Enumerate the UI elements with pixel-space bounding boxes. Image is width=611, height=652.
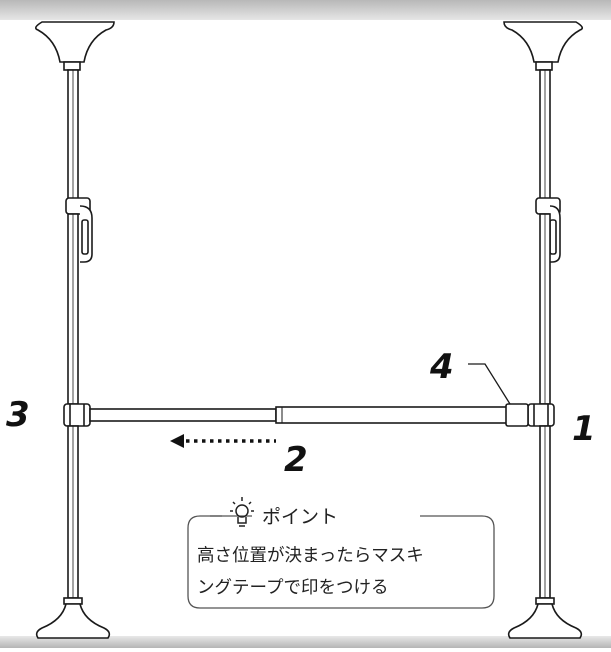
tip-box: ポイント 高さ位置が決まったらマスキ ングテープで印をつける xyxy=(187,497,495,609)
tip-line-2: ングテープで印をつける xyxy=(197,578,388,598)
lightbulb-icon xyxy=(230,497,254,527)
horizontal-bar xyxy=(89,403,529,427)
ceiling-band xyxy=(0,0,611,20)
right-pole xyxy=(503,21,584,639)
step-number-2: 2 xyxy=(284,440,308,480)
step-number-4: 4 xyxy=(429,347,454,387)
tip-line-1: 高さ位置が決まったらマスキ xyxy=(197,546,424,566)
left-pole xyxy=(34,21,115,639)
tip-title: ポイント xyxy=(262,506,338,528)
step-number-1: 1 xyxy=(572,409,596,449)
leader-line-4 xyxy=(468,363,511,405)
slide-arrow xyxy=(170,434,276,448)
step-number-3: 3 xyxy=(6,395,30,435)
floor-band xyxy=(0,636,611,648)
